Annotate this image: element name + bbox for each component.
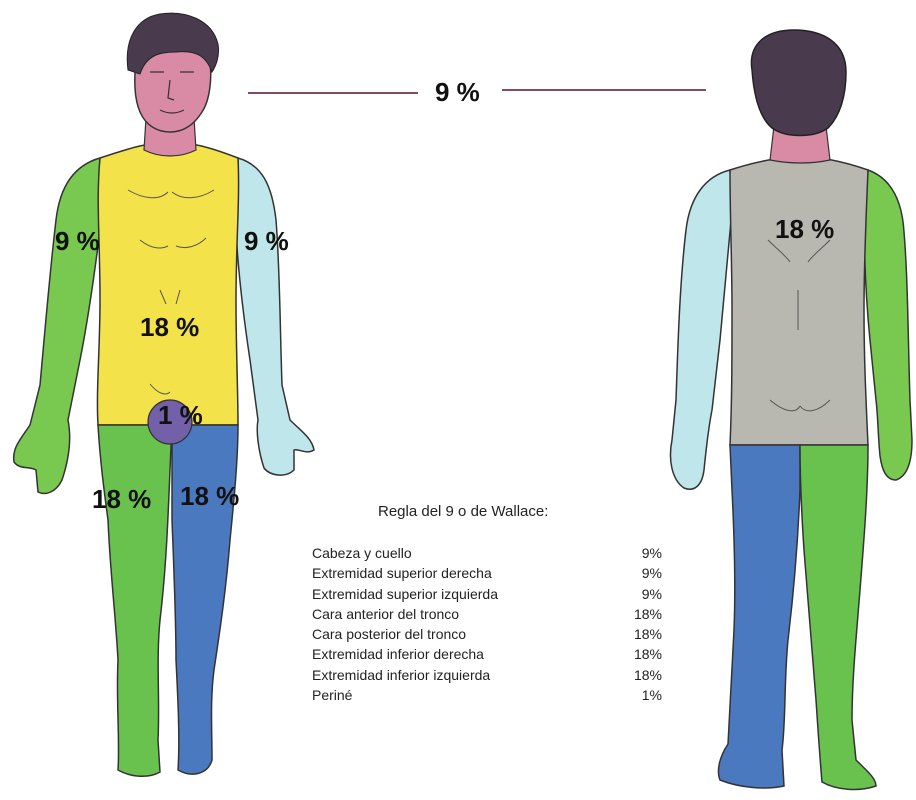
front-right-arm: [14, 158, 100, 494]
front-trunk: [97, 142, 238, 425]
legend-title: Regla del 9 o de Wallace:: [378, 503, 548, 520]
legend-row: Extremidad superior izquierda 9%: [312, 584, 662, 604]
front-left-arm: [236, 158, 314, 475]
label-perineum: 1 %: [158, 400, 203, 430]
label-head: 9 %: [435, 77, 480, 107]
legend-label: Extremidad superior izquierda: [312, 584, 498, 604]
legend-value: 1%: [612, 685, 662, 705]
legend-row: Cabeza y cuello 9%: [312, 543, 662, 563]
legend-row: Cara anterior del tronco 18%: [312, 604, 662, 624]
legend-row: Cara posterior del tronco 18%: [312, 624, 662, 644]
legend-row: Extremidad inferior izquierda 18%: [312, 665, 662, 685]
back-left-arm: [671, 170, 733, 489]
legend-value: 9%: [612, 584, 662, 604]
legend-label: Extremidad superior derecha: [312, 563, 492, 583]
back-left-leg: [718, 445, 800, 788]
legend-label: Cara anterior del tronco: [312, 604, 459, 624]
front-left-leg: [172, 425, 238, 774]
back-right-arm: [864, 170, 912, 480]
label-back-trunk: 18 %: [775, 214, 834, 244]
legend-value: 18%: [612, 644, 662, 664]
legend-label: Periné: [312, 685, 352, 705]
legend-value: 9%: [612, 563, 662, 583]
legend-row: Extremidad superior derecha 9%: [312, 563, 662, 583]
back-trunk: [730, 156, 868, 445]
legend-row: Periné 1%: [312, 685, 662, 705]
front-right-leg: [98, 425, 172, 776]
legend-label: Cabeza y cuello: [312, 543, 412, 563]
legend-value: 18%: [612, 665, 662, 685]
legend-value: 18%: [612, 604, 662, 624]
legend-value: 9%: [612, 543, 662, 563]
back-hair: [751, 30, 846, 136]
legend-label: Extremidad inferior derecha: [312, 644, 484, 664]
legend-value: 18%: [612, 624, 662, 644]
legend-row: Extremidad inferior derecha 18%: [312, 644, 662, 664]
label-front-left-arm: 9 %: [244, 226, 289, 256]
back-right-leg: [800, 445, 876, 789]
legend-label: Cara posterior del tronco: [312, 624, 466, 644]
label-front-right-leg: 18 %: [92, 484, 151, 514]
legend-label: Extremidad inferior izquierda: [312, 665, 490, 685]
back-body: [671, 30, 913, 789]
label-front-right-arm: 9 %: [55, 226, 100, 256]
front-body: [14, 13, 314, 776]
label-front-trunk: 18 %: [140, 312, 199, 342]
label-front-left-leg: 18 %: [180, 481, 239, 511]
